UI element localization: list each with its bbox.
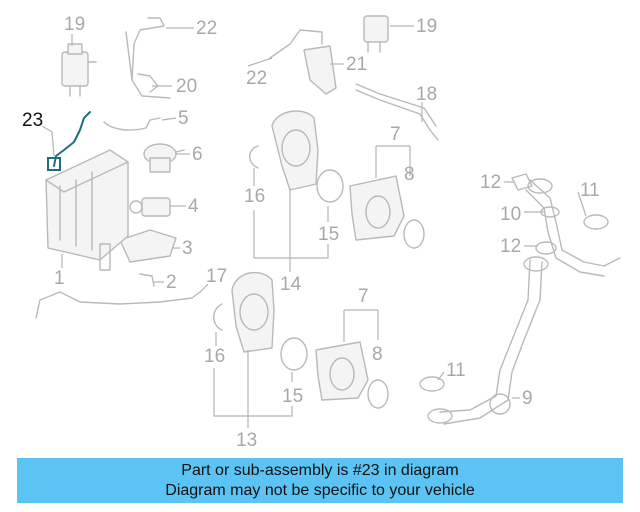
part-18-pipe: [355, 83, 439, 141]
part-1-canister: [45, 149, 129, 271]
callout-19-right: 19: [416, 16, 437, 37]
banner-line-2: Diagram may not be specific to your vehi…: [165, 482, 475, 499]
part-11-gasket-lower: [419, 376, 445, 392]
part-13-egr-housing-lower: [231, 271, 275, 353]
part-12-gasket-lower: [535, 241, 557, 255]
leader-lines: [41, 25, 587, 428]
part-19-valve-right: [363, 15, 389, 53]
callout-9: 9: [522, 388, 533, 409]
part-7-valve-lower: [315, 341, 369, 401]
part-9-tube-lower: [427, 256, 549, 425]
callout-12-upper: 12: [480, 172, 501, 193]
callout-14: 14: [280, 274, 302, 295]
part-2-elbow: [139, 273, 155, 287]
part-16-clamp-upper: [249, 145, 259, 169]
callout-8-lower: 8: [372, 344, 383, 365]
callout-11-upper: 11: [580, 180, 600, 201]
part-4-solenoid: [129, 197, 171, 217]
part-5-hose: [103, 117, 161, 131]
callout-17: 17: [206, 266, 227, 287]
callout-7-lower: 7: [358, 286, 369, 307]
part-12-gasket-upper: [511, 173, 533, 191]
callout-11-lower: 11: [446, 360, 466, 381]
banner-line-1: Part or sub-assembly is #23 in diagram: [181, 462, 459, 479]
part-20-clip: [137, 73, 159, 93]
part-16-clamp-lower: [213, 303, 223, 331]
callout-3: 3: [182, 238, 193, 259]
callout-23: 23: [22, 110, 43, 131]
callout-2: 2: [166, 272, 177, 293]
callout-21: 21: [346, 54, 367, 75]
info-banner: Part or sub-assembly is #23 in diagram D…: [17, 458, 623, 503]
part-8-gasket-lower: [367, 379, 389, 409]
callout-5: 5: [178, 108, 189, 129]
part-15-gasket-upper: [316, 169, 344, 203]
callout-15-lower: 15: [282, 386, 303, 407]
callout-8-upper: 8: [404, 164, 415, 185]
callout-20: 20: [176, 76, 197, 97]
callout-7-upper: 7: [390, 124, 401, 145]
part-7-valve-upper: [349, 175, 405, 241]
callout-16-upper: 16: [244, 186, 265, 207]
callout-19-left: 19: [64, 14, 85, 35]
part-8-gasket-upper: [403, 219, 425, 249]
callout-22-left: 22: [196, 18, 217, 39]
callout-1: 1: [54, 268, 65, 289]
callout-labels: 23 19 22 20 5 6 4 3 2 1 17 22 21 19 18 7…: [22, 14, 600, 451]
part-17-line: [35, 291, 201, 319]
callout-12-lower: 12: [500, 236, 521, 257]
callout-4: 4: [188, 196, 199, 217]
part-11-gasket-upper: [583, 214, 609, 230]
callout-15-upper: 15: [318, 224, 339, 245]
part-15-gasket-lower: [280, 337, 308, 371]
part-19-valve-left: [61, 43, 97, 97]
callout-18: 18: [416, 84, 437, 105]
part-14-egr-housing-upper: [271, 110, 319, 191]
callout-13: 13: [236, 430, 257, 451]
part-23-oxygen-sensor: [47, 111, 91, 171]
part-22-bracket-mid: [269, 29, 323, 59]
part-22-bracket-left: [125, 17, 171, 99]
part-3-bracket: [119, 229, 177, 263]
callout-22-mid: 22: [246, 68, 267, 89]
part-21-bracket: [303, 45, 337, 95]
callout-10: 10: [500, 204, 521, 225]
callout-6: 6: [192, 144, 203, 165]
callout-16-lower: 16: [204, 346, 225, 367]
part-6-valve: [143, 143, 185, 173]
part-10-tube-upper: [525, 178, 621, 277]
